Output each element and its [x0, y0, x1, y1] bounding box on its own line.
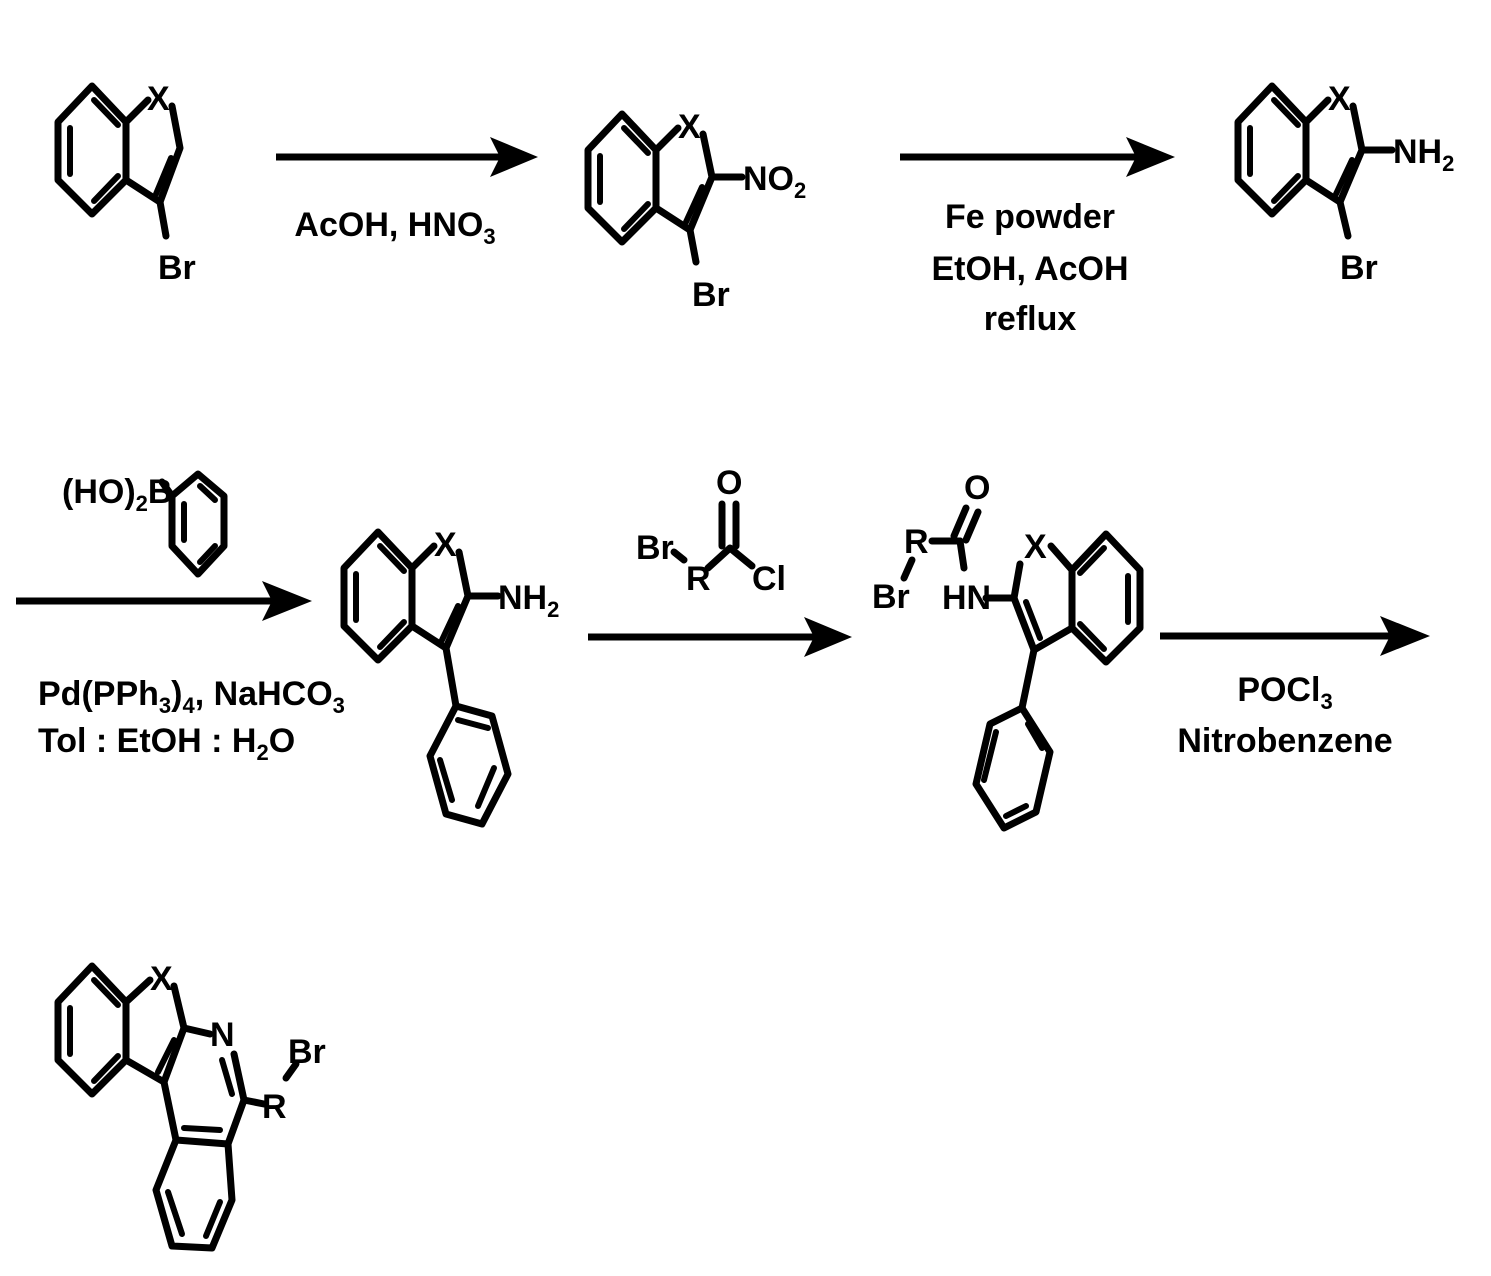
nitro-label: NO2	[743, 160, 806, 203]
reaction-arrow-5	[1160, 616, 1430, 656]
step2-conditions-line2: EtOH, AcOH	[931, 250, 1128, 288]
bromine-label: Br	[1340, 249, 1378, 287]
bromine-label: Br	[158, 249, 196, 287]
step3-conditions-line2: Tol : EtOH : H2O	[38, 722, 295, 765]
heteroatom-x-label: X	[1024, 528, 1047, 566]
bromine-label: Br	[692, 276, 730, 314]
molecule-2-nitro-heterocycle: X NO2 Br	[588, 108, 806, 314]
step1-conditions: AcOH, HNO3	[294, 206, 495, 249]
step2-conditions-line3: reflux	[984, 300, 1077, 338]
phenylboronic-acid-reagent: (HO)2B	[62, 473, 224, 574]
molecule-6-fused-product: X N R Br	[58, 960, 326, 1248]
molecule-4-phenyl-amino-heterocycle: X NH2	[344, 526, 559, 824]
oxygen-label: O	[964, 469, 990, 507]
step2-conditions-line1: Fe powder	[945, 198, 1115, 236]
chlorine-label: Cl	[752, 560, 786, 598]
bromoacyl-chloride-reagent: O Br R Cl	[636, 464, 786, 598]
reaction-arrow-4	[588, 617, 852, 657]
heteroatom-x-label: X	[678, 108, 701, 146]
heteroatom-x-label: X	[150, 960, 173, 998]
amine-label: NH2	[498, 579, 559, 622]
molecule-5-amide: O R Br HN X	[872, 469, 1140, 828]
bromine-label: Br	[636, 529, 674, 567]
step5-conditions-line2: Nitrobenzene	[1177, 722, 1392, 760]
molecule-1-bromo-heterocycle: X Br	[58, 80, 196, 287]
molecule-3-amino-heterocycle: X NH2 Br	[1238, 80, 1454, 287]
heteroatom-x-label: X	[1328, 80, 1351, 118]
r-group-label: R	[904, 523, 929, 561]
heteroatom-x-label: X	[434, 526, 457, 564]
step5-conditions-line1: POCl3	[1237, 671, 1332, 714]
boronic-acid-label: (HO)2B	[62, 473, 172, 516]
bromine-label: Br	[872, 578, 910, 616]
nitrogen-label: N	[210, 1016, 235, 1054]
step3-conditions-line1: Pd(PPh3)4, NaHCO3	[38, 675, 345, 718]
r-group-label: R	[262, 1088, 287, 1126]
bromine-label: Br	[288, 1033, 326, 1071]
heteroatom-x-label: X	[147, 80, 170, 118]
reaction-arrow-3	[16, 581, 312, 621]
reaction-arrow-2	[900, 137, 1175, 177]
oxygen-label: O	[716, 464, 742, 502]
reaction-arrow-1	[276, 137, 538, 177]
amine-label: NH2	[1393, 133, 1454, 176]
